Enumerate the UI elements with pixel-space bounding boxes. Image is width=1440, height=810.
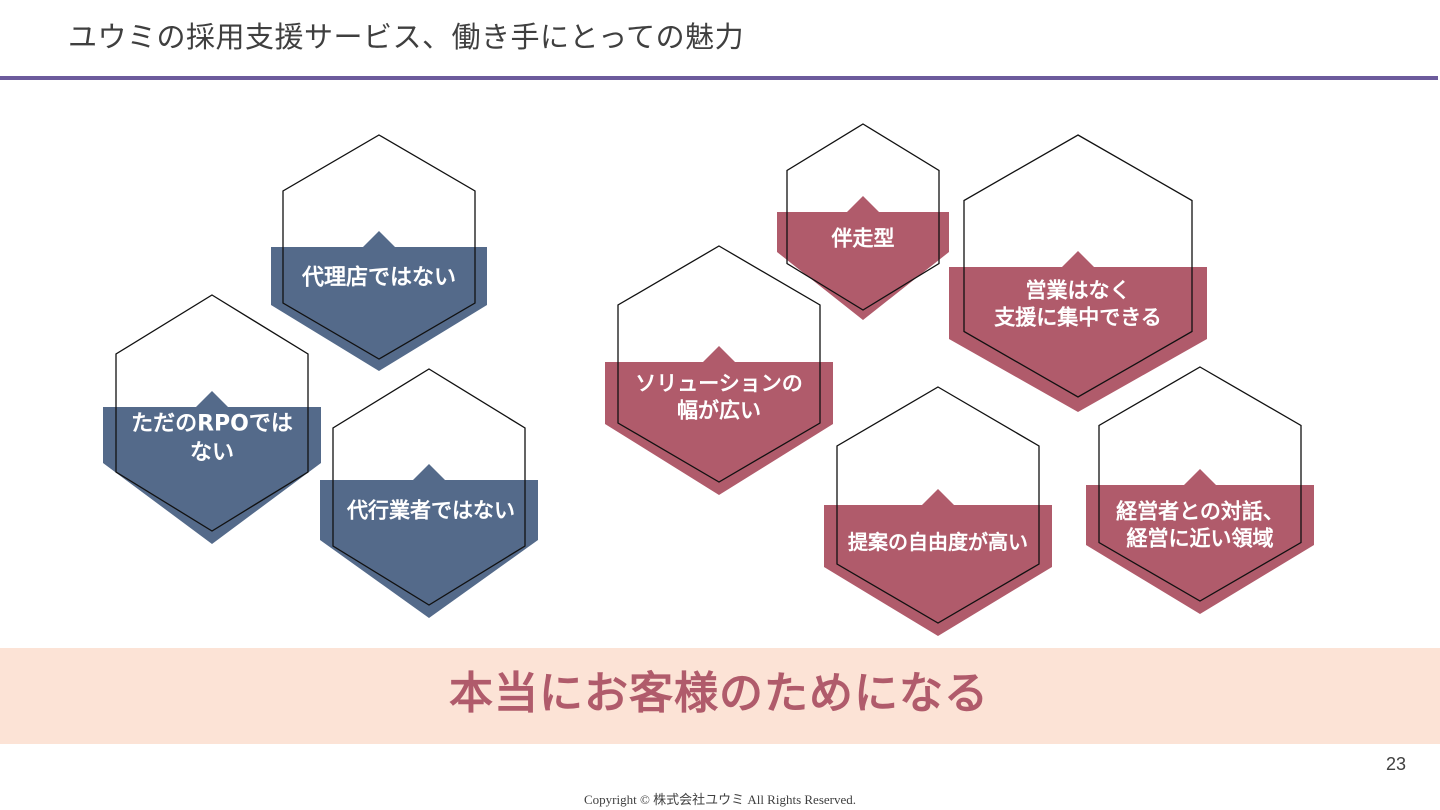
- hexagon-outline: [282, 134, 476, 360]
- hexagon-badge: [777, 196, 949, 320]
- hexagon-label-line: 営業はなく: [1025, 278, 1131, 303]
- hexagon-label-freedom: 提案の自由度が高い: [848, 529, 1028, 555]
- hexagon-label-line: 伴走型: [831, 226, 895, 251]
- hexagon-focus-support: [949, 134, 1207, 412]
- hexagon-label-executive-dialogue: 経営者との対話、経営に近い領域: [1116, 499, 1284, 554]
- hexagon-not-rpo: [103, 294, 321, 544]
- hexagon-label-line: ない: [189, 440, 234, 465]
- hexagon-label-line: 支援に集中できる: [994, 306, 1162, 330]
- hexagon-badge: [320, 464, 538, 618]
- hexagon-badge: [605, 346, 833, 495]
- hexagon-diagram: [103, 123, 1314, 636]
- hexagon-outline: [963, 134, 1193, 398]
- hexagon-label-line: 経営者との対話、: [1116, 499, 1284, 524]
- title-divider: [0, 76, 1438, 80]
- hexagon-label-companion: 伴走型: [832, 225, 895, 252]
- hexagon-not-contractor: [320, 368, 538, 618]
- hexagon-badge: [271, 231, 487, 371]
- hexagon-label-wide-solutions: ソリューションの幅が広い: [635, 371, 803, 426]
- hexagon-label-line: ソリューションの: [635, 371, 803, 396]
- hexagon-outline: [332, 368, 526, 606]
- hexagon-label-not-agency: 代理店ではない: [302, 265, 456, 294]
- page-number: 23: [1385, 754, 1406, 774]
- slide-title: ユウミの採用支援サービス、働き手にとっての魅力: [68, 20, 745, 54]
- hexagon-outline: [115, 294, 309, 532]
- hexagon-label-line: 代理店ではない: [301, 265, 457, 291]
- copyright-notice: Copyright © 株式会社ユウミ All Rights Reserved.: [583, 792, 857, 807]
- hexagon-not-agency: [271, 134, 487, 371]
- conclusion-text: 本当にお客様のためになる: [449, 668, 989, 719]
- hexagon-label-not-rpo: ただのRPOではない: [131, 410, 293, 467]
- hexagon-badge: [1086, 469, 1314, 614]
- hexagon-wide-solutions: [605, 245, 833, 495]
- hexagon-outline: [1098, 366, 1302, 602]
- hexagon-outline: [786, 123, 940, 311]
- hexagon-badge: [103, 391, 321, 544]
- hexagon-label-line: ただのRPOでは: [131, 411, 293, 437]
- hexagon-freedom: [824, 386, 1052, 636]
- hexagon-label-line: 幅が広い: [677, 399, 761, 423]
- hexagon-label-focus-support: 営業はなく支援に集中できる: [994, 278, 1162, 333]
- hexagon-badge: [949, 251, 1207, 412]
- hexagon-label-line: 経営に近い領域: [1126, 527, 1274, 551]
- hexagon-outline: [836, 386, 1040, 624]
- hexagon-executive-dialogue: [1086, 366, 1314, 614]
- hexagon-label-not-contractor: 代行業者ではない: [347, 497, 515, 524]
- conclusion-banner: 本当にお客様のためになる: [0, 648, 1440, 744]
- hexagon-label-line: 提案の自由度が高い: [848, 530, 1028, 554]
- hexagon-outline: [617, 245, 821, 483]
- hexagon-badge: [824, 489, 1052, 636]
- hexagon-companion: [777, 123, 949, 320]
- hexagon-label-line: 代行業者ではない: [347, 498, 515, 523]
